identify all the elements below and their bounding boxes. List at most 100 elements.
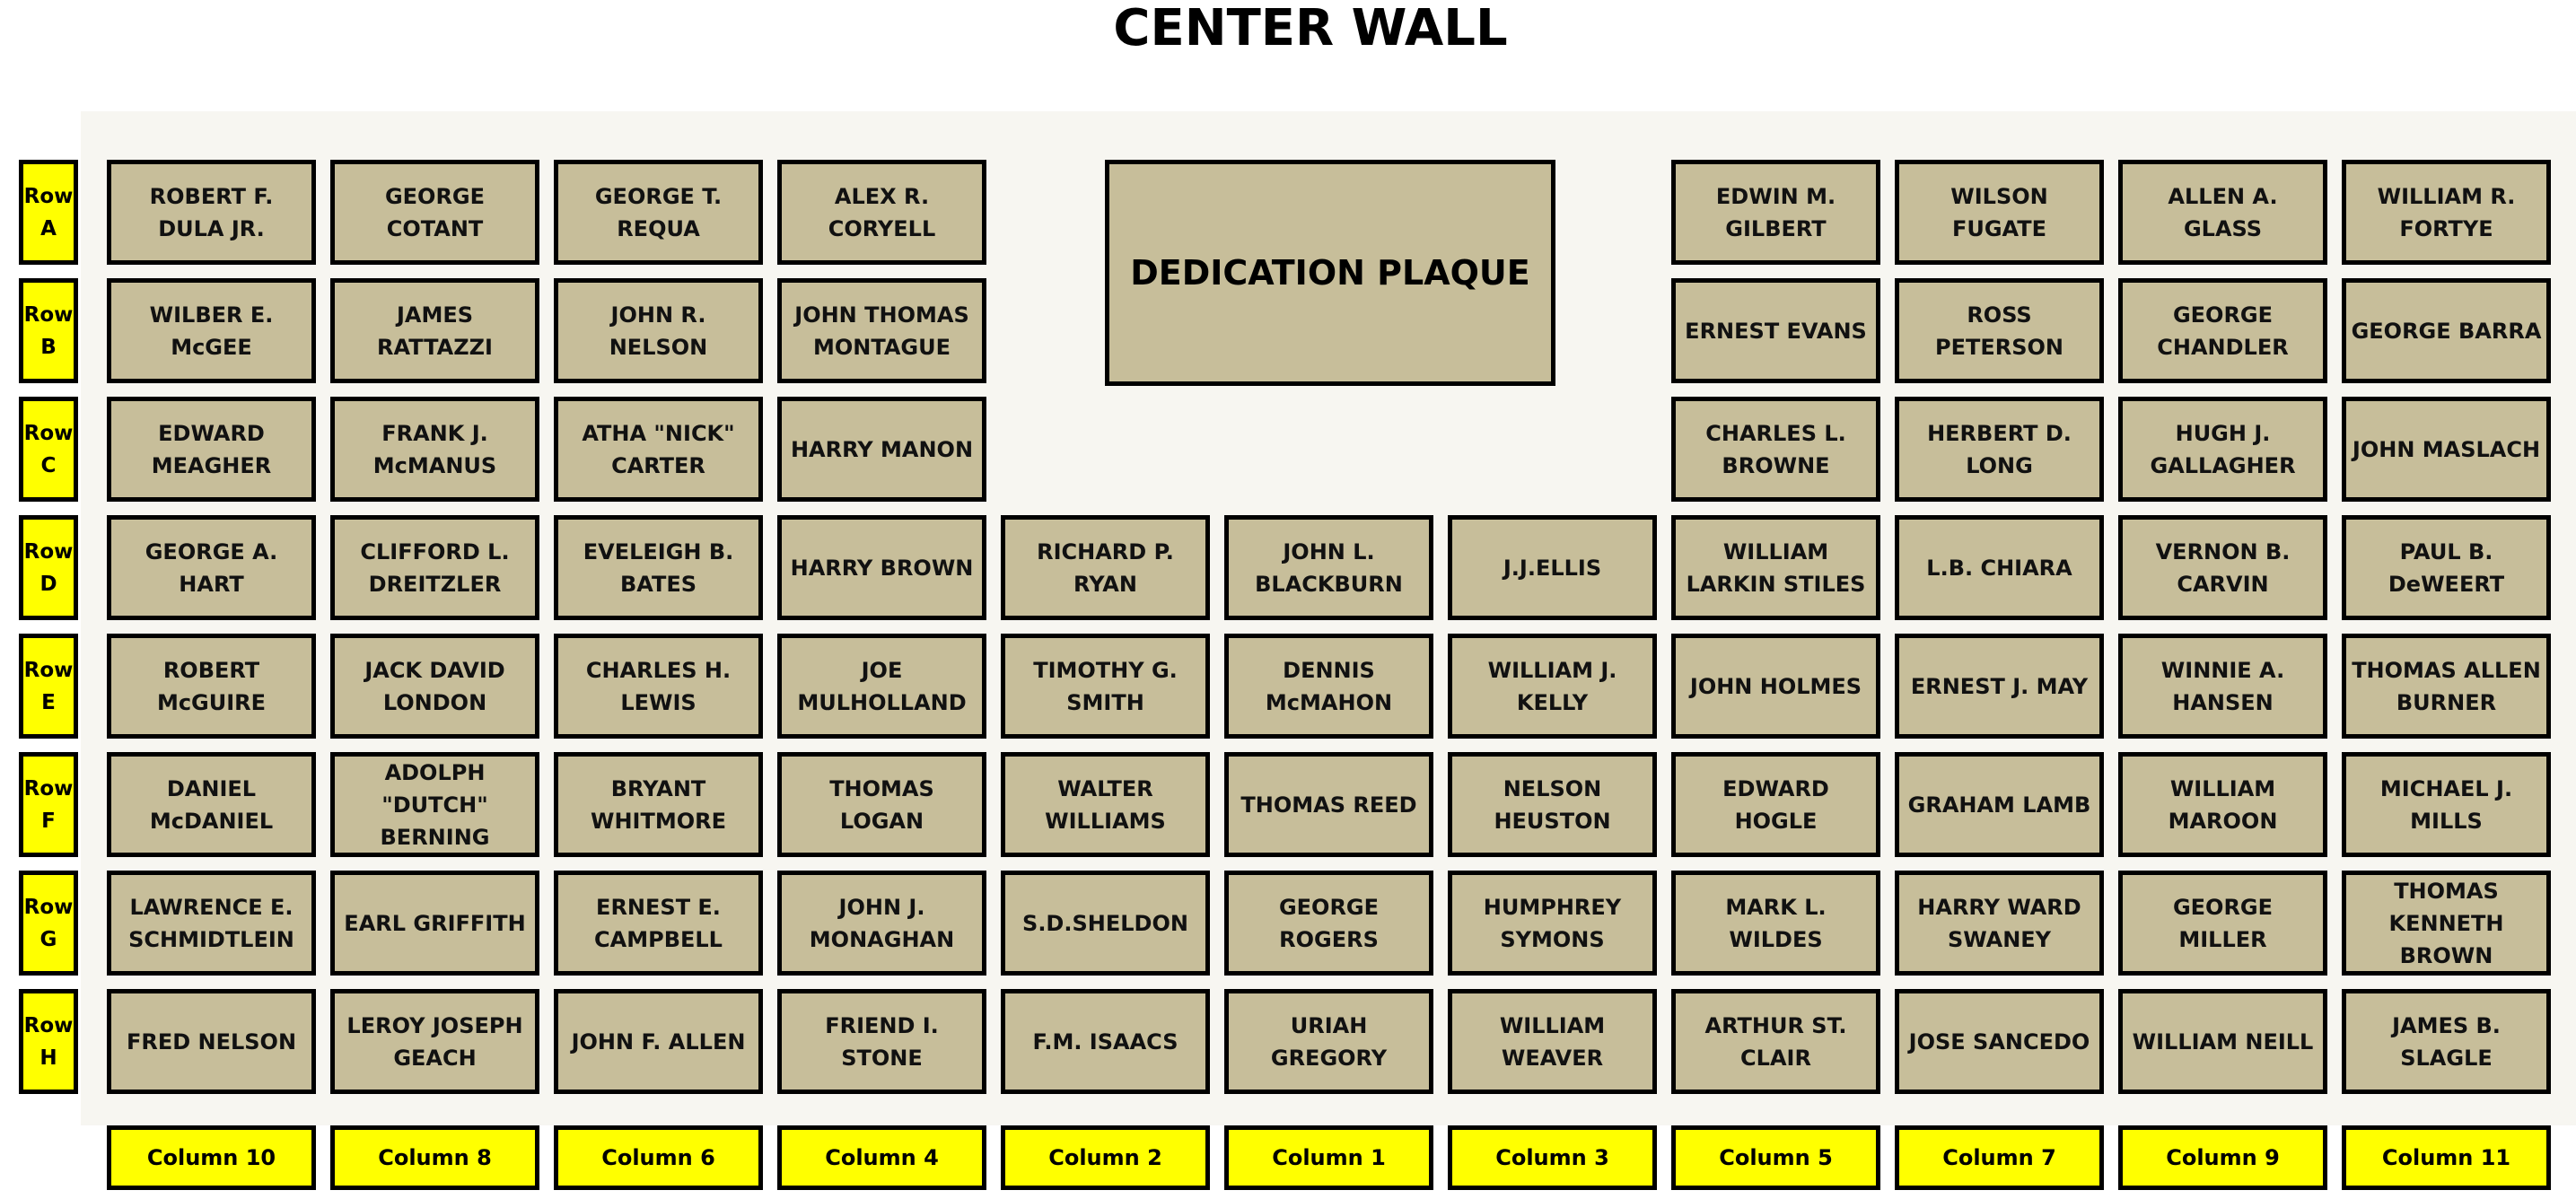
- column-label-column-5: Column 5: [1671, 1125, 1880, 1190]
- name-plate: FRANK J. McMANUS: [330, 397, 539, 502]
- name-plate: JACK DAVID LONDON: [330, 634, 539, 739]
- dedication-plaque: DEDICATION PLAQUE: [1105, 160, 1555, 386]
- row-label-word: Row: [23, 421, 74, 445]
- name-plate: GEORGE T. REQUA: [554, 160, 763, 265]
- name-plate: ATHA "NICK" CARTER: [554, 397, 763, 502]
- name-plate: CHARLES L. BROWNE: [1671, 397, 1880, 502]
- name-plate: URIAH GREGORY: [1224, 989, 1433, 1094]
- name-plate: JAMES B. SLAGLE: [2342, 989, 2551, 1094]
- name-plate: EARL GRIFFITH: [330, 871, 539, 976]
- name-plate: GEORGE CHANDLER: [2118, 278, 2327, 383]
- name-plate: VERNON B. CARVIN: [2118, 515, 2327, 620]
- name-plate: BRYANT WHITMORE: [554, 752, 763, 857]
- column-label-column-4: Column 4: [777, 1125, 986, 1190]
- name-plate: ROBERT F. DULA JR.: [107, 160, 316, 265]
- name-plate: CLIFFORD L. DREITZLER: [330, 515, 539, 620]
- name-plate: GEORGE COTANT: [330, 160, 539, 265]
- name-plate: GEORGE MILLER: [2118, 871, 2327, 976]
- name-plate: CHARLES H. LEWIS: [554, 634, 763, 739]
- row-label-letter: D: [39, 572, 57, 596]
- name-plate: GEORGE BARRA: [2342, 278, 2551, 383]
- name-plate: MICHAEL J. MILLS: [2342, 752, 2551, 857]
- name-plate: ADOLPH "DUTCH" BERNING: [330, 752, 539, 857]
- row-label-word: Row: [23, 776, 74, 801]
- name-plate: JOE MULHOLLAND: [777, 634, 986, 739]
- name-plate: ALEX R. CORYELL: [777, 160, 986, 265]
- column-label-column-7: Column 7: [1895, 1125, 2104, 1190]
- name-plate: ERNEST EVANS: [1671, 278, 1880, 383]
- name-plate: MARK L. WILDES: [1671, 871, 1880, 976]
- name-plate: THOMAS LOGAN: [777, 752, 986, 857]
- name-plate: WILLIAM R. FORTYE: [2342, 160, 2551, 265]
- row-label-letter: C: [40, 453, 57, 477]
- name-plate: FRED NELSON: [107, 989, 316, 1094]
- row-label-letter: H: [39, 1046, 57, 1070]
- name-plate: HERBERT D. LONG: [1895, 397, 2104, 502]
- name-plate: ERNEST E. CAMPBELL: [554, 871, 763, 976]
- name-plate: THOMAS REED: [1224, 752, 1433, 857]
- name-plate: WILLIAM J. KELLY: [1448, 634, 1657, 739]
- name-plate: WILLIAM LARKIN STILES: [1671, 515, 1880, 620]
- name-plate: WILLIAM MAROON: [2118, 752, 2327, 857]
- name-plate: ERNEST J. MAY: [1895, 634, 2104, 739]
- row-label-word: Row: [23, 1013, 74, 1037]
- name-plate: HUMPHREY SYMONS: [1448, 871, 1657, 976]
- name-plate: ROBERT McGUIRE: [107, 634, 316, 739]
- column-label-column-1: Column 1: [1224, 1125, 1433, 1190]
- row-label-letter: A: [40, 216, 57, 241]
- name-plate: WILSON FUGATE: [1895, 160, 2104, 265]
- name-plate: NELSON HEUSTON: [1448, 752, 1657, 857]
- name-plate: ROSS PETERSON: [1895, 278, 2104, 383]
- name-plate: RICHARD P. RYAN: [1001, 515, 1210, 620]
- column-label-column-10: Column 10: [107, 1125, 316, 1190]
- column-label-column-9: Column 9: [2118, 1125, 2327, 1190]
- row-label-letter: B: [40, 335, 57, 359]
- name-plate: HARRY MANON: [777, 397, 986, 502]
- name-plate: EDWARD MEAGHER: [107, 397, 316, 502]
- column-label-column-11: Column 11: [2342, 1125, 2551, 1190]
- name-plate: J.J.ELLIS: [1448, 515, 1657, 620]
- name-plate: THOMAS ALLEN BURNER: [2342, 634, 2551, 739]
- name-plate: WILLIAM NEILL: [2118, 989, 2327, 1094]
- row-label-word: Row: [23, 658, 74, 682]
- name-plate: L.B. CHIARA: [1895, 515, 2104, 620]
- name-plate: JOHN F. ALLEN: [554, 989, 763, 1094]
- row-label-letter: E: [41, 690, 56, 714]
- page-title: CENTER WALL: [1113, 0, 1508, 57]
- name-plate: THOMAS KENNETH BROWN: [2342, 871, 2551, 976]
- name-plate: GEORGE A. HART: [107, 515, 316, 620]
- name-plate: EDWARD HOGLE: [1671, 752, 1880, 857]
- name-plate: JOHN L. BLACKBURN: [1224, 515, 1433, 620]
- name-plate: TIMOTHY G. SMITH: [1001, 634, 1210, 739]
- row-label-word: Row: [23, 302, 74, 327]
- name-plate: JOHN THOMAS MONTAGUE: [777, 278, 986, 383]
- name-plate: WILBER E. McGEE: [107, 278, 316, 383]
- name-plate: JOHN J. MONAGHAN: [777, 871, 986, 976]
- column-label-column-6: Column 6: [554, 1125, 763, 1190]
- name-plate: DANIEL McDANIEL: [107, 752, 316, 857]
- row-label-letter: G: [39, 927, 57, 951]
- name-plate: EVELEIGH B. BATES: [554, 515, 763, 620]
- name-plate: EDWIN M. GILBERT: [1671, 160, 1880, 265]
- name-plate: ALLEN A. GLASS: [2118, 160, 2327, 265]
- name-plate: LAWRENCE E. SCHMIDTLEIN: [107, 871, 316, 976]
- name-plate: F.M. ISAACS: [1001, 989, 1210, 1094]
- name-plate: GEORGE ROGERS: [1224, 871, 1433, 976]
- name-plate: JAMES RATTAZZI: [330, 278, 539, 383]
- name-plate: JOSE SANCEDO: [1895, 989, 2104, 1094]
- name-plate: JOHN HOLMES: [1671, 634, 1880, 739]
- row-label-word: Row: [23, 539, 74, 564]
- name-plate: WALTER WILLIAMS: [1001, 752, 1210, 857]
- name-plate: LEROY JOSEPH GEACH: [330, 989, 539, 1094]
- name-plate: GRAHAM LAMB: [1895, 752, 2104, 857]
- name-plate: HARRY BROWN: [777, 515, 986, 620]
- name-plate: WINNIE A. HANSEN: [2118, 634, 2327, 739]
- name-plate: JOHN MASLACH: [2342, 397, 2551, 502]
